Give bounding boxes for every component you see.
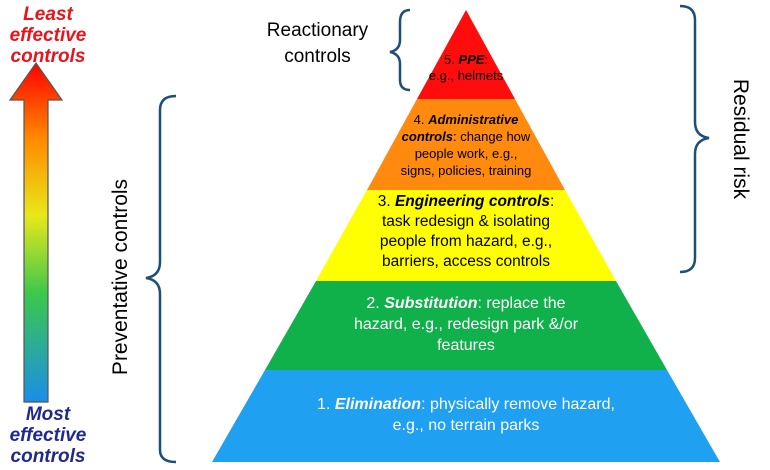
level-4-line-2: signs, policies, training <box>400 163 532 178</box>
preventative-controls-label: Preventative controls <box>109 178 132 376</box>
most-effective-label: Most effective controls <box>0 404 96 467</box>
level-2-rest: : replace the <box>477 295 566 312</box>
preventative-bracket <box>145 94 177 464</box>
reactionary-controls-label: Reactionary controls <box>250 18 385 70</box>
level-4-name: Administrative <box>428 112 519 127</box>
least-effective-label: Least effective controls <box>0 4 96 67</box>
level-5-number: 5. <box>443 52 459 67</box>
level-3-line-2: people from hazard, e.g., <box>379 233 553 250</box>
level-2-line-2: features <box>437 337 495 354</box>
level-3-name: Engineering controls <box>394 193 550 210</box>
level-5-text: 5. PPE: e.g., helmets <box>406 52 526 84</box>
pyramid-level-2-substitution <box>265 281 667 370</box>
pyramid-level-1-elimination <box>212 370 720 462</box>
least-effective-line-2: effective <box>9 25 87 46</box>
reactionary-bracket <box>389 8 411 92</box>
level-2-text: 2. Substitution: replace the hazard, e.g… <box>296 293 636 356</box>
level-3-number: 3. <box>377 193 395 210</box>
reactionary-line-2: controls <box>284 46 351 67</box>
level-1-rest: : physically remove hazard, <box>421 396 615 413</box>
effectiveness-arrow <box>8 61 64 403</box>
level-1-line-1: e.g., no terrain parks <box>392 417 540 434</box>
most-effective-line-2: effective <box>9 425 87 446</box>
level-5-rest: : <box>484 52 489 67</box>
level-3-line-1: task redesign & isolating <box>381 213 550 230</box>
least-effective-line-3: controls <box>10 46 86 67</box>
level-2-number: 2. <box>366 295 385 312</box>
most-effective-line-3: controls <box>10 446 86 467</box>
level-3-text: 3. Engineering controls: task redesign &… <box>336 192 596 272</box>
reactionary-line-1: Reactionary <box>266 20 369 41</box>
most-effective-line-1: Most <box>25 404 71 425</box>
pyramid-level-3-engineering <box>316 190 616 281</box>
level-1-name: Elimination <box>334 396 422 413</box>
pyramid-level-4-administrative <box>367 99 565 190</box>
residual-risk-label: Residual risk <box>729 78 752 200</box>
pyramid-level-5-ppe <box>417 10 515 99</box>
level-1-number: 1. <box>317 396 335 413</box>
level-4-name-2: controls <box>401 129 453 144</box>
level-4-number: 4. <box>413 112 429 127</box>
level-4-rest: : change how <box>452 129 531 144</box>
residual-risk-bracket <box>679 4 710 274</box>
level-4-text: 4. Administrative controls: change how p… <box>386 111 546 179</box>
level-3-rest: : <box>549 193 555 210</box>
level-4-line-1: people work, e.g., <box>414 146 518 161</box>
level-5-name: PPE <box>458 52 485 67</box>
level-2-line-1: hazard, e.g., redesign park &/or <box>353 316 579 333</box>
least-effective-line-1: Least <box>23 4 73 25</box>
level-5-line-1: e.g., helmets <box>428 68 504 83</box>
level-3-line-3: barriers, access controls <box>382 253 550 270</box>
level-1-text: 1. Elimination: physically remove hazard… <box>246 394 686 436</box>
level-2-name: Substitution <box>384 295 478 312</box>
